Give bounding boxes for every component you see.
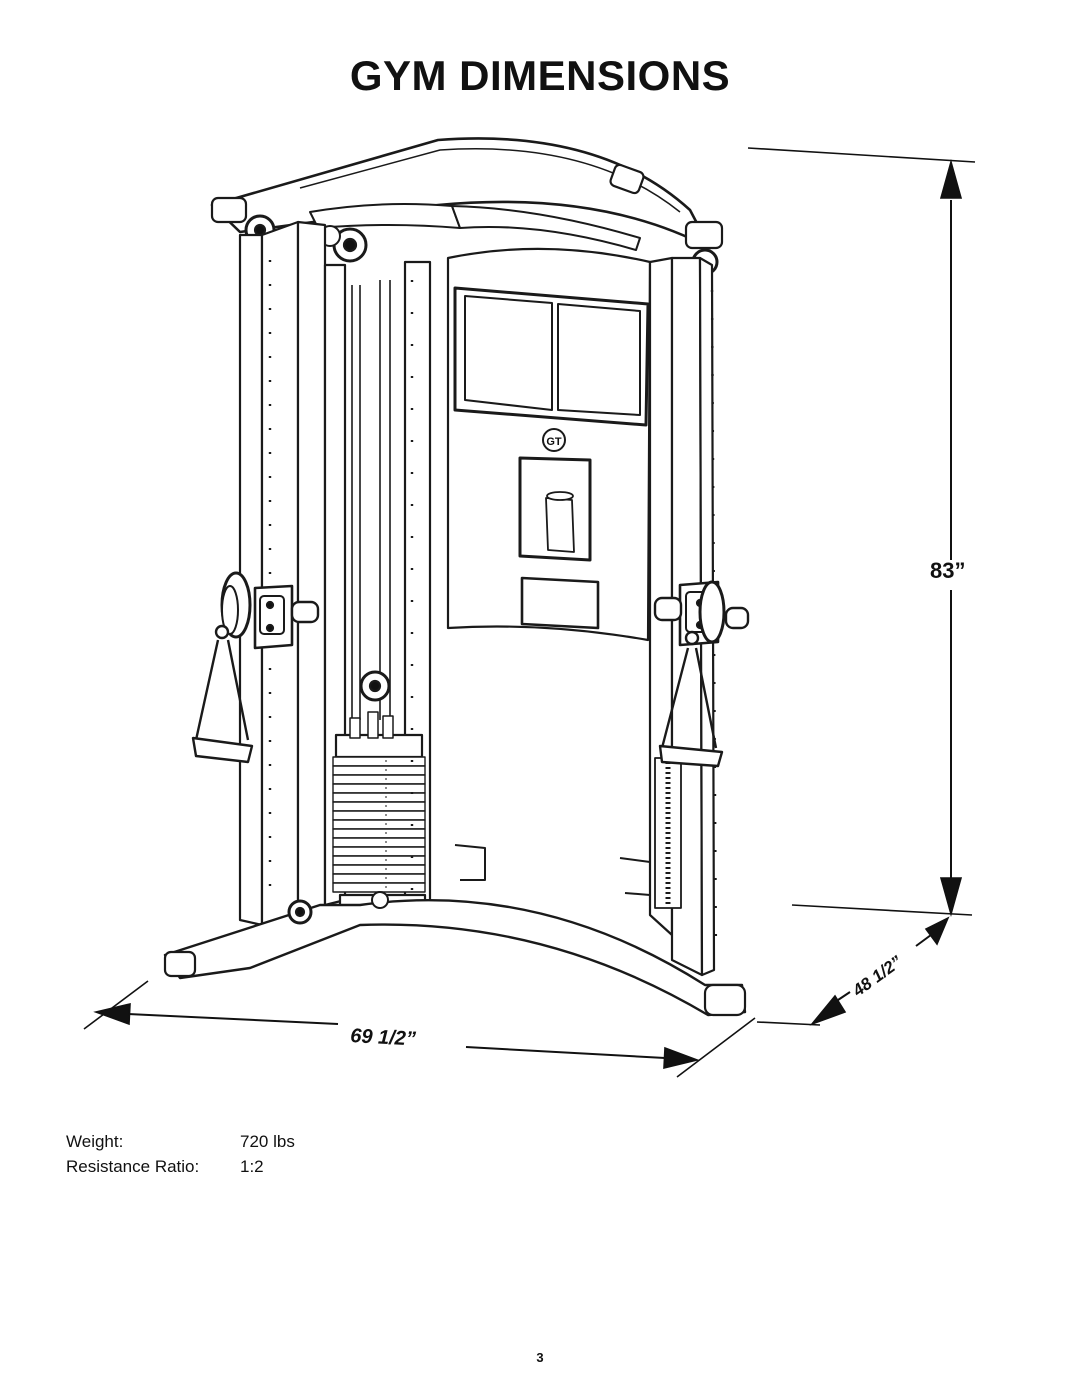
height-arrow-top bbox=[939, 159, 963, 199]
width-dimension bbox=[83, 980, 756, 1078]
stack-cap-center bbox=[367, 711, 379, 739]
chin-up-bar-right bbox=[451, 205, 641, 251]
weight-value: 720 lbs bbox=[240, 1132, 295, 1151]
left-handle-grip bbox=[191, 736, 254, 764]
width-dimension-line-right bbox=[465, 1046, 666, 1059]
weight-plate bbox=[332, 792, 426, 803]
bottle-cap bbox=[546, 491, 574, 501]
weight-plates bbox=[332, 756, 426, 893]
left-upright-side bbox=[296, 220, 327, 937]
water-bottle bbox=[545, 497, 575, 553]
left-carriage-knob bbox=[290, 600, 320, 624]
base-hook-right bbox=[619, 857, 651, 896]
weight-plate bbox=[332, 828, 426, 839]
weight-stack-top-plate bbox=[334, 733, 424, 759]
weight-plate bbox=[332, 873, 426, 884]
depth-extension-front bbox=[756, 1021, 821, 1026]
weight-plate bbox=[332, 846, 426, 857]
right-handle-strap bbox=[660, 647, 718, 749]
left-cable-clip bbox=[214, 624, 230, 640]
lower-back-handle bbox=[520, 576, 600, 630]
depth-arrow-back bbox=[924, 916, 950, 946]
top-right-cap bbox=[684, 220, 724, 250]
height-arrow-bottom bbox=[939, 877, 963, 917]
left-upright-front bbox=[260, 220, 300, 937]
resistance-ratio-label: Resistance Ratio: bbox=[66, 1157, 200, 1176]
height-extension-bottom bbox=[791, 904, 973, 916]
weight-plate bbox=[332, 864, 426, 875]
width-arrow-right bbox=[663, 1046, 700, 1070]
width-arrow-left bbox=[93, 1002, 131, 1026]
height-label: 83” bbox=[930, 558, 965, 583]
height-extension-top bbox=[747, 147, 976, 163]
weight-label: Weight: bbox=[66, 1132, 124, 1151]
brand-emblem bbox=[542, 428, 566, 452]
right-handle-grip bbox=[658, 744, 724, 768]
right-cable-clip bbox=[684, 630, 700, 646]
back-window-right bbox=[557, 303, 641, 416]
gym-machine-illustration: GT bbox=[163, 137, 750, 1017]
width-label: 69 1/2” bbox=[350, 1025, 417, 1050]
bottom-center-pulley bbox=[371, 891, 389, 909]
top-arch-inner-line bbox=[299, 148, 681, 213]
weight-plate bbox=[332, 837, 426, 848]
weight-plate bbox=[332, 765, 426, 776]
base-frame bbox=[163, 899, 747, 1017]
brand-emblem-text: GT bbox=[546, 436, 562, 448]
stack-pulley-hub bbox=[368, 679, 382, 693]
arch-cap bbox=[609, 163, 645, 195]
back-window-left bbox=[464, 295, 553, 411]
weight-plate bbox=[332, 810, 426, 821]
stack-cap-left bbox=[349, 717, 361, 739]
base-hook-left bbox=[454, 844, 486, 881]
depth-dimension bbox=[756, 916, 950, 1026]
top-center-pulley-hub bbox=[342, 237, 358, 253]
top-left-cap bbox=[210, 196, 248, 224]
height-dimension bbox=[747, 147, 976, 917]
spec-row-weight: Weight: 720 lbs bbox=[66, 1129, 295, 1154]
base-right-cap bbox=[703, 983, 747, 1017]
weight-plate bbox=[332, 783, 426, 794]
weight-plate bbox=[332, 801, 426, 812]
page-title: GYM DIMENSIONS bbox=[349, 52, 731, 99]
depth-label: 48 1/2” bbox=[848, 952, 905, 1001]
left-carriage-bolt bbox=[265, 600, 275, 610]
spec-row-ratio: Resistance Ratio: 1:2 bbox=[66, 1154, 295, 1179]
depth-arrow-front bbox=[809, 994, 847, 1026]
left-swivel-pulley-inner bbox=[221, 585, 239, 635]
depth-dimension-line-lower bbox=[837, 991, 851, 1001]
width-extension-right bbox=[676, 1017, 756, 1078]
weight-plate bbox=[332, 882, 426, 893]
right-swivel-pulley bbox=[698, 580, 726, 644]
resistance-ratio-value: 1:2 bbox=[240, 1157, 264, 1176]
bottom-left-pulley-hub bbox=[294, 906, 306, 918]
weight-plate bbox=[332, 774, 426, 785]
specs-table: Weight: 720 lbs Resistance Ratio: 1:2 bbox=[66, 1129, 295, 1179]
width-extension-left bbox=[83, 980, 149, 1030]
page-number: 3 bbox=[536, 1350, 544, 1365]
stack-cap-right bbox=[382, 715, 394, 739]
base-left-cap bbox=[163, 950, 197, 978]
right-carriage-knob-right bbox=[724, 606, 750, 630]
left-carriage-bolt bbox=[265, 623, 275, 633]
right-carriage-knob-left bbox=[653, 596, 683, 622]
left-handle-strap bbox=[194, 639, 250, 741]
width-dimension-line-left bbox=[127, 1013, 339, 1025]
